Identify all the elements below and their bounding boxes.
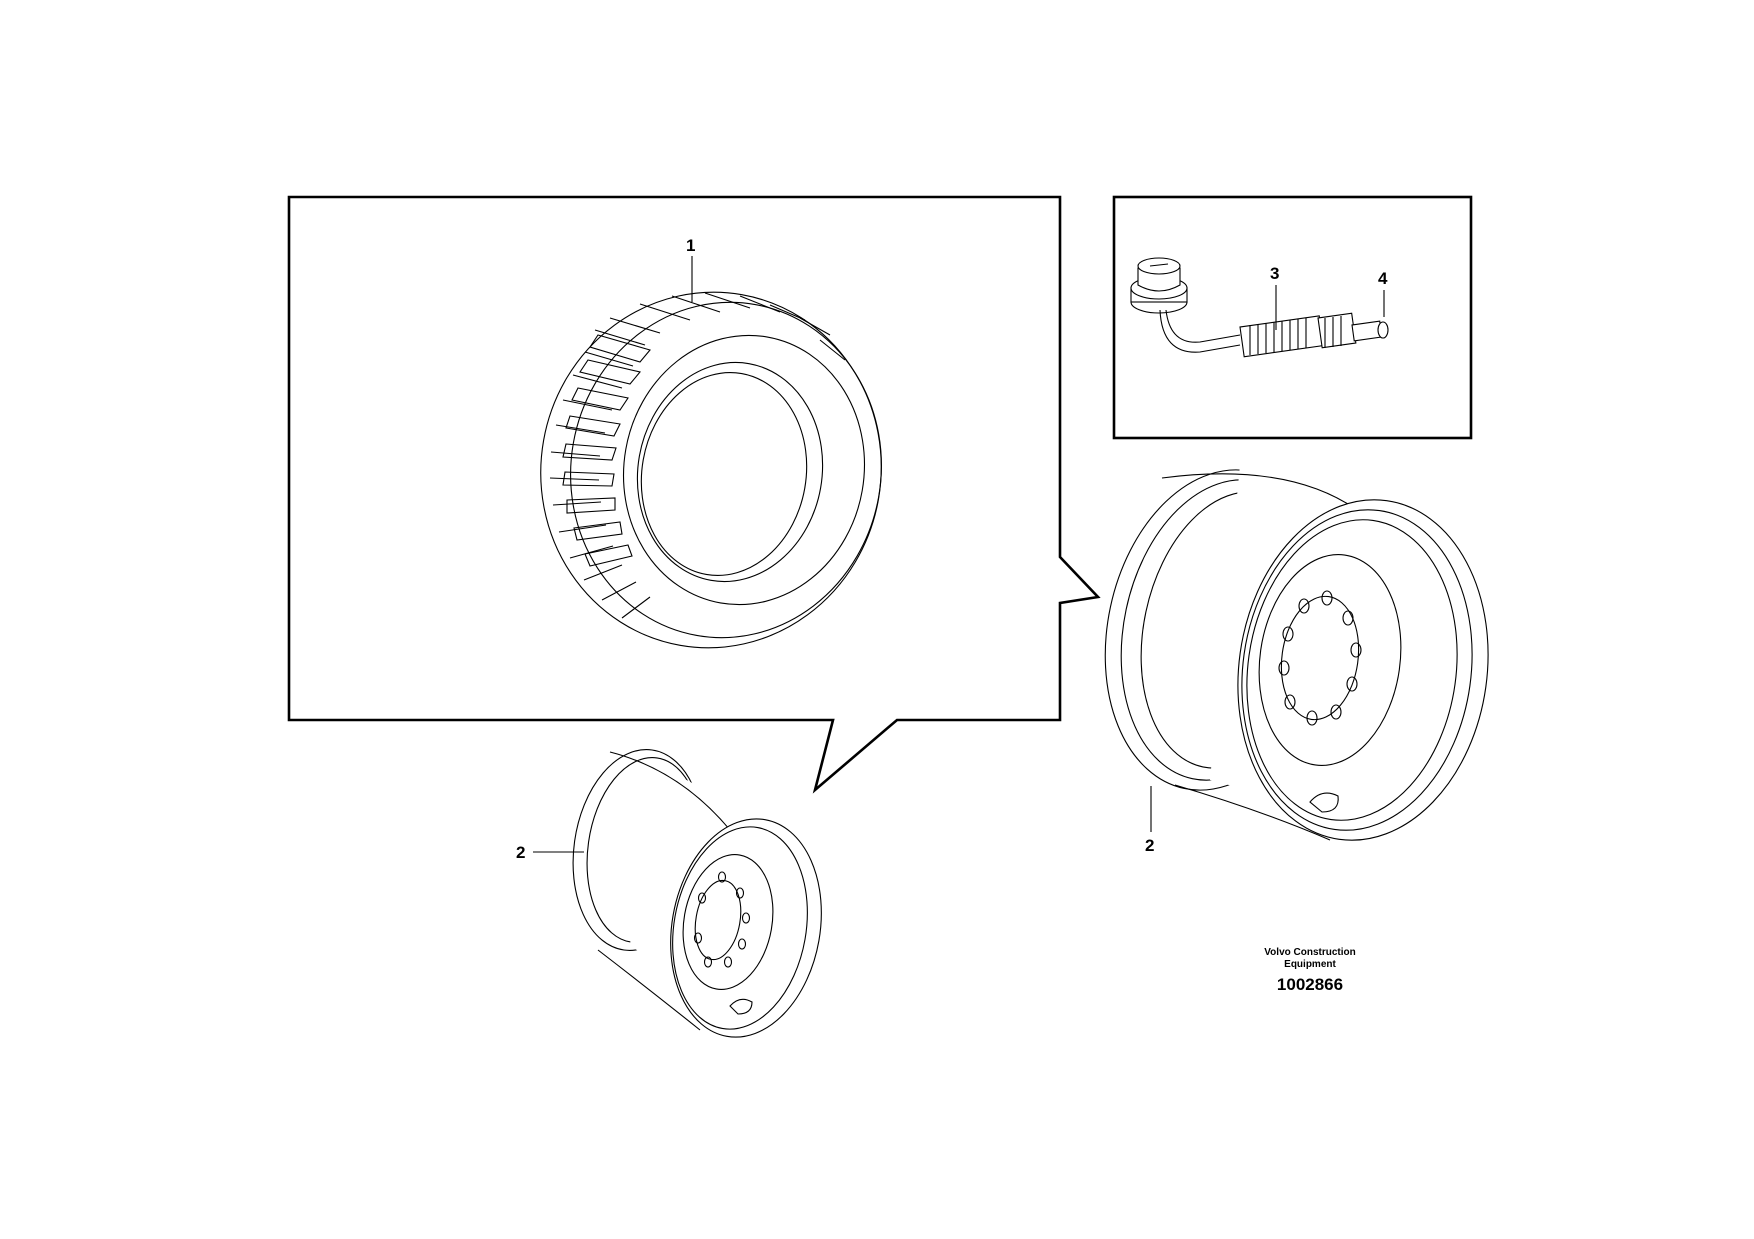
callout-2-right: 2 bbox=[1145, 836, 1154, 855]
part-number: 1002866 bbox=[1277, 975, 1343, 994]
brand-line-2: Equipment bbox=[1284, 959, 1336, 970]
rim-small-bolt-holes bbox=[693, 871, 751, 968]
brand-line-1: Volvo Construction bbox=[1264, 947, 1355, 958]
callout-1: 1 bbox=[686, 236, 695, 255]
tyre-tread bbox=[549, 292, 846, 619]
callout-4: 4 bbox=[1378, 269, 1388, 288]
rim-small-drawing: 2 bbox=[516, 749, 822, 1038]
footer: Volvo Construction Equipment 1002866 bbox=[1264, 947, 1355, 994]
tyre-callout-frame bbox=[287, 195, 1101, 794]
callout-3: 3 bbox=[1270, 264, 1279, 283]
valve-drawing: 3 4 bbox=[1130, 257, 1389, 358]
valve-cap bbox=[1317, 312, 1357, 349]
rim-large-bolt-holes bbox=[1278, 590, 1362, 726]
tyre-drawing: 1 bbox=[540, 236, 882, 649]
valve-callout-frame bbox=[1112, 195, 1473, 440]
rim-large-drawing: 2 bbox=[1104, 465, 1489, 855]
callout-2-left: 2 bbox=[516, 843, 525, 862]
rim-large-valve-hole bbox=[1309, 792, 1339, 813]
rim-small-valve-hole bbox=[729, 998, 753, 1015]
